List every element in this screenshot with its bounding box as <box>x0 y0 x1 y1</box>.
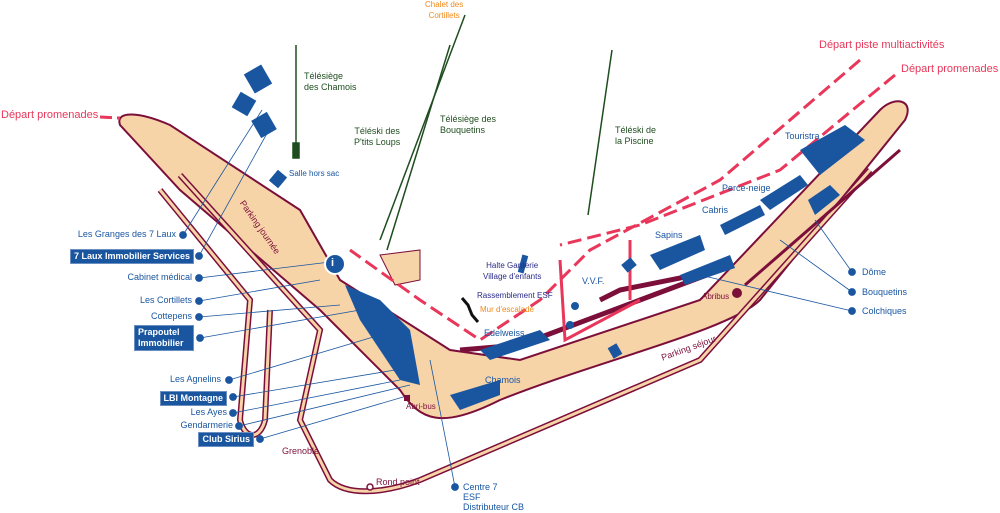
info-marker <box>324 253 346 275</box>
rond-point: Rond point <box>376 477 420 487</box>
perce-neige: Perce-neige <box>722 183 771 193</box>
label-colchiques: Colchiques <box>862 306 907 316</box>
depart-multiactivites: Départ piste multiactivités <box>819 39 945 51</box>
cabris: Cabris <box>702 205 729 215</box>
lift-line: Télésiège des <box>440 114 497 124</box>
label-cortillets: Les Cortillets <box>139 295 192 305</box>
abri-bus: Abri-bus <box>406 402 436 411</box>
lift-line: la Piscine <box>615 136 654 146</box>
label-gendarmerie: Gendarmerie <box>180 420 233 430</box>
edelweiss: Edelweiss <box>484 328 525 338</box>
lift-lines <box>292 14 613 251</box>
centre-line: Centre 7 <box>463 482 498 492</box>
label-ayes: Les Ayes <box>190 407 227 417</box>
label-lbi-montagne[interactable]: LBI Montagne <box>159 391 227 406</box>
centre-line: ESF <box>463 492 481 502</box>
label-dome: Dôme <box>862 267 887 277</box>
touristra: Touristra <box>785 131 820 141</box>
info-icon[interactable]: i <box>331 257 335 269</box>
piste-promenades-left <box>99 115 121 120</box>
label-club-sirius[interactable]: Club Sirius <box>198 432 254 447</box>
vvf: V.V.F. <box>582 276 605 286</box>
lift-line: Bouquetins <box>440 125 486 135</box>
sapins: Sapins <box>655 230 683 240</box>
piste-promenades-right <box>559 73 896 247</box>
label-prapoutel[interactable]: Prapoutel Immobilier <box>134 325 194 351</box>
depart-promenades-right: Départ promenades <box>901 63 999 75</box>
chamois: Chamois <box>485 375 521 385</box>
rassemblement-esf: Rassemblement ESF <box>477 291 553 300</box>
label-7laux-immobilier[interactable]: 7 Laux Immobilier Services <box>69 249 194 264</box>
grenoble: Grenoble <box>282 446 320 456</box>
leader-lines <box>179 109 856 491</box>
halte-line1: Halte Garderie <box>486 261 539 270</box>
lift-line: Télésiège <box>304 71 344 81</box>
label-granges: Les Granges des 7 Laux <box>77 229 176 239</box>
chalet-line1: Chalet des <box>425 0 464 9</box>
buildings <box>231 64 865 410</box>
lift-line: Téléski des <box>354 126 400 136</box>
lift-line: P'tits Loups <box>354 137 401 147</box>
halte-line2: Village d'enfants <box>483 272 542 281</box>
label-cabinet-medical: Cabinet médical <box>127 272 192 282</box>
salle-hors-sac: Salle hors sac <box>289 169 340 178</box>
chalet-line2: Cortillets <box>428 11 460 20</box>
label-agnelins: Les Agnelins <box>169 374 221 384</box>
label-bouquetins: Bouquetins <box>862 287 908 297</box>
lift-line: Téléski de <box>615 125 657 135</box>
depart-promenades-left: Départ promenades <box>1 109 99 121</box>
abribus: Abribus <box>702 292 730 301</box>
lift-line: des Chamois <box>304 82 357 92</box>
label-cottepens: Cottepens <box>150 311 192 321</box>
piste-multiactivites <box>349 58 861 342</box>
centre-line: Distributeur CB <box>463 502 525 512</box>
mur-escalade: Mur d'escalade <box>480 305 534 314</box>
